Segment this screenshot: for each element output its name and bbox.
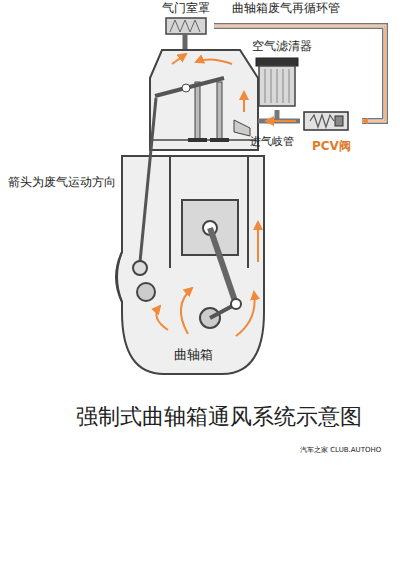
- rocker-pivot: [182, 84, 190, 92]
- pipe-bore: [214, 26, 385, 121]
- watermark: 汽车之家 CLUB.AUTOHO: [300, 446, 381, 454]
- valve-spring: [310, 115, 334, 127]
- intake-port: [234, 120, 250, 136]
- pipe-connector: [214, 26, 385, 121]
- valve-stem: [195, 82, 200, 140]
- intake-manifold-pipe: [258, 119, 300, 124]
- valve-head: [210, 138, 229, 142]
- air-filter: 空气滤清器: [248, 40, 330, 110]
- node-label: 空气滤清器: [252, 40, 312, 54]
- flow-line: [214, 26, 385, 121]
- figure-caption: 强制式曲轴箱通风系统示意图: [76, 404, 362, 429]
- air-filter-pipe: [275, 110, 280, 121]
- engine-block-outline: [117, 156, 264, 374]
- valve-body: [304, 112, 348, 130]
- valve-plunger: [335, 116, 343, 126]
- valve-cover-box: 气门室罩: [158, 2, 214, 36]
- pipe-wall: [214, 26, 385, 121]
- flow-arrow: [243, 92, 245, 112]
- filter-pleat: [289, 69, 290, 103]
- part-label: 进气岐管: [250, 136, 294, 149]
- valve-stem: [217, 82, 222, 140]
- breather-pipe: [183, 34, 188, 50]
- filter-body: [259, 66, 295, 106]
- filter-pleat: [283, 69, 284, 103]
- crankcase-block: 曲轴箱: [112, 152, 274, 380]
- pipe-label: 曲轴箱废气再循环管: [232, 2, 340, 15]
- node-label: 气门室罩: [162, 2, 210, 16]
- crankcase-block-shape: [112, 152, 274, 380]
- cylinder-head: [150, 50, 258, 150]
- filter-pleat: [271, 69, 272, 103]
- filter-pleat: [265, 69, 266, 103]
- inspection-cover: [116, 252, 122, 302]
- node-label: 曲轴箱: [174, 348, 213, 363]
- head-gasket-line: [152, 139, 256, 141]
- filter-cap: [256, 58, 298, 66]
- note-text: 箭头为废气运动方向: [8, 176, 116, 190]
- flow-arrow: [196, 59, 232, 64]
- valve-head: [188, 138, 207, 142]
- rocker-arm: [155, 78, 224, 96]
- breather-mesh: [170, 20, 200, 32]
- breather-box: [166, 18, 206, 34]
- node-label: PCV阀: [312, 140, 351, 154]
- flow-arrow: [172, 54, 186, 64]
- pcv-valve: PCV阀: [300, 108, 362, 158]
- flow-arrow: [266, 120, 296, 122]
- filter-pleat: [277, 69, 278, 103]
